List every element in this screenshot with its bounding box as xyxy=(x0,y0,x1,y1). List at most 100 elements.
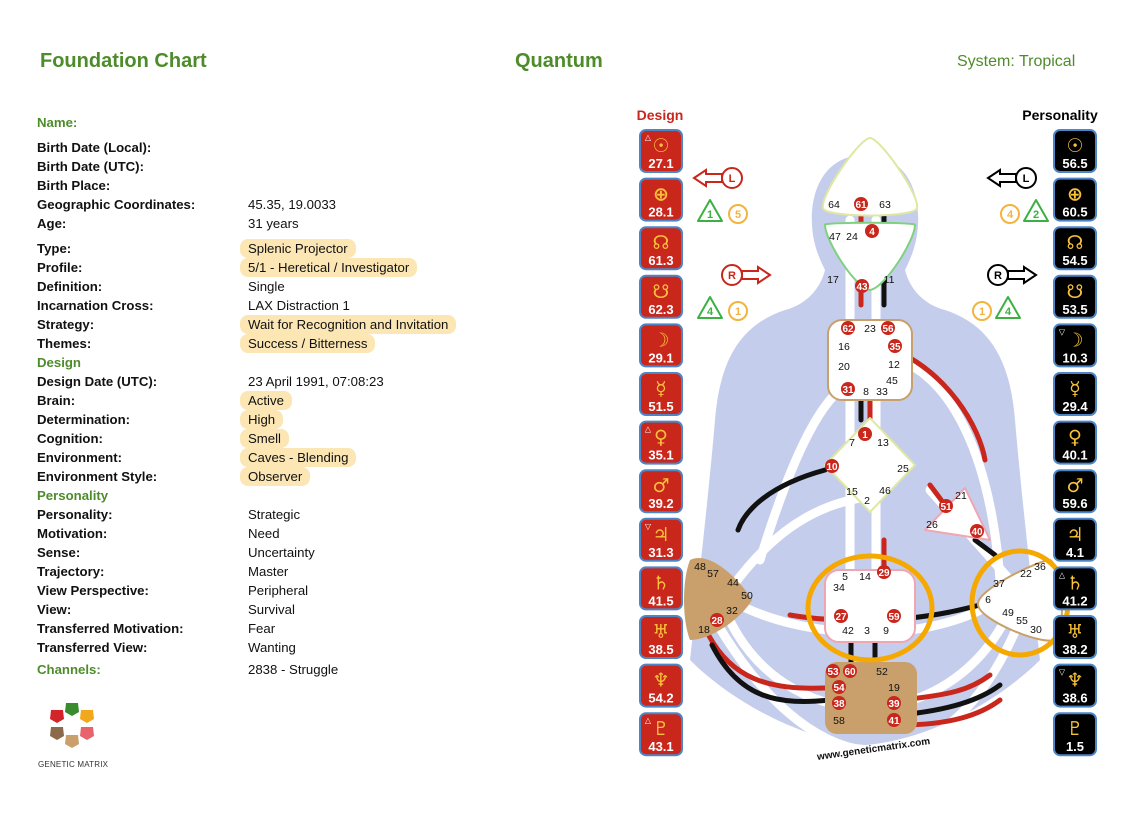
gate-number: 28 xyxy=(711,616,723,627)
design-planet-box xyxy=(639,323,683,368)
planet-symbol-icon: ☽ xyxy=(652,329,669,351)
active-gate-marker xyxy=(887,609,901,623)
planet-symbol-icon: ♇ xyxy=(652,718,669,740)
gate-number: 43 xyxy=(856,282,868,293)
info-label: Motivation: xyxy=(37,526,108,541)
planet-value: 29.4 xyxy=(1062,399,1088,414)
active-gate-marker xyxy=(865,224,879,238)
gate-number: 1 xyxy=(862,430,868,441)
active-gate-marker xyxy=(939,499,953,513)
retrograde-mark: △ xyxy=(645,133,652,142)
info-label: Birth Date (UTC): xyxy=(37,159,144,174)
spleen-center xyxy=(684,558,752,640)
planet-symbol-icon: ☋ xyxy=(653,281,670,303)
info-value: Need xyxy=(248,526,280,541)
personality-planet-box xyxy=(1053,712,1097,757)
info-label: Profile: xyxy=(37,260,83,275)
info-label: Type: xyxy=(37,241,72,256)
planet-symbol-icon: ☉ xyxy=(652,135,669,157)
channels-value: 2838 - Struggle xyxy=(248,662,339,677)
personality-planet-box xyxy=(1053,566,1097,611)
personality-label: Personality xyxy=(1022,107,1098,123)
gate-number: 5 xyxy=(842,571,848,583)
gate-number: 2 xyxy=(864,495,870,507)
personality-planet-box xyxy=(1053,517,1097,562)
gate-number: 53 xyxy=(827,667,839,678)
design-planet-box xyxy=(639,129,683,173)
planet-value: 38.5 xyxy=(648,642,673,657)
personality-heading: Personality xyxy=(37,488,109,503)
info-value: Strategic xyxy=(248,507,301,522)
planet-value: 53.5 xyxy=(1062,302,1087,317)
gate-number: 31 xyxy=(842,385,854,396)
active-gate-marker xyxy=(832,696,846,710)
personality-planet-box xyxy=(1053,177,1097,222)
gate-number: 10 xyxy=(826,462,838,473)
design-planet-box xyxy=(639,663,683,708)
gate-number: 38 xyxy=(833,699,845,710)
gate-number: 39 xyxy=(888,699,900,710)
active-gate-marker xyxy=(825,459,839,473)
info-label: Environment: xyxy=(37,450,122,465)
gate-number: 18 xyxy=(698,624,710,636)
personality-planet-box xyxy=(1053,274,1097,319)
arrow-letter: L xyxy=(1023,173,1030,185)
design-heading: Design xyxy=(37,355,81,370)
throat-center xyxy=(827,319,913,401)
design-label: Design xyxy=(637,107,684,123)
gate-number: 52 xyxy=(876,666,888,678)
gate-number: 54 xyxy=(833,683,845,694)
personality-planet-box xyxy=(1053,469,1097,514)
info-label: View: xyxy=(37,602,72,617)
retrograde-mark: ▽ xyxy=(1059,327,1066,336)
arrow-left-icon xyxy=(692,168,723,188)
info-value: 45.35, 19.0033 xyxy=(248,197,336,212)
planet-symbol-icon: ☋ xyxy=(1067,281,1084,303)
active-gate-marker xyxy=(970,524,984,538)
personality-planet-box xyxy=(1053,226,1097,271)
info-label: Geographic Coordinates: xyxy=(37,197,196,212)
info-value: Wanting xyxy=(248,640,296,655)
info-label: Definition: xyxy=(37,279,103,294)
arrow-left-icon xyxy=(986,168,1017,188)
arrow-value: 4 xyxy=(707,306,714,318)
gate-number: 42 xyxy=(842,625,854,637)
info-row: Personality:Strategic xyxy=(37,505,557,524)
planet-value: 62.3 xyxy=(648,302,673,317)
design-planet-box xyxy=(639,274,683,319)
gate-number: 33 xyxy=(876,386,888,398)
planet-symbol-icon: ♃ xyxy=(652,524,669,546)
info-value: LAX Distraction 1 xyxy=(248,298,350,313)
active-gate-marker xyxy=(832,680,846,694)
arrow-value: 5 xyxy=(735,209,741,221)
planet-value: 28.1 xyxy=(648,205,673,220)
gate-number: 62 xyxy=(842,324,854,335)
info-row: Brain:Active xyxy=(37,391,557,410)
genetic-matrix-logo-icon xyxy=(50,703,94,748)
planet-value: 56.5 xyxy=(1062,156,1087,171)
arrow-letter: R xyxy=(728,270,736,282)
planet-symbol-icon: ♆ xyxy=(652,670,669,692)
gate-number: 59 xyxy=(888,612,900,623)
retrograde-mark: △ xyxy=(645,716,652,725)
active-gate-marker xyxy=(841,321,855,335)
active-gate-marker xyxy=(834,609,848,623)
gate-number: 47 xyxy=(829,231,841,243)
active-gate-marker xyxy=(888,339,902,353)
design-planet-box xyxy=(639,615,683,659)
gate-number: 21 xyxy=(955,490,967,502)
highlight-ring xyxy=(805,553,935,663)
arrow-circle xyxy=(987,264,1009,286)
info-panel: Name: Birth Date (Local): Birth Date (UT… xyxy=(37,113,557,679)
planet-value: 61.3 xyxy=(648,253,673,268)
info-row: Cognition:Smell xyxy=(37,429,557,448)
gate-number: 64 xyxy=(828,199,840,211)
gate-number: 26 xyxy=(926,519,938,531)
planet-value: 38.6 xyxy=(1062,691,1087,706)
gate-number: 19 xyxy=(888,682,900,694)
planet-value: 41.2 xyxy=(1062,593,1087,608)
active-gate-marker xyxy=(855,279,869,293)
info-value: 23 April 1991, 07:08:23 xyxy=(248,374,384,389)
info-row: Birth Place: xyxy=(37,176,557,195)
